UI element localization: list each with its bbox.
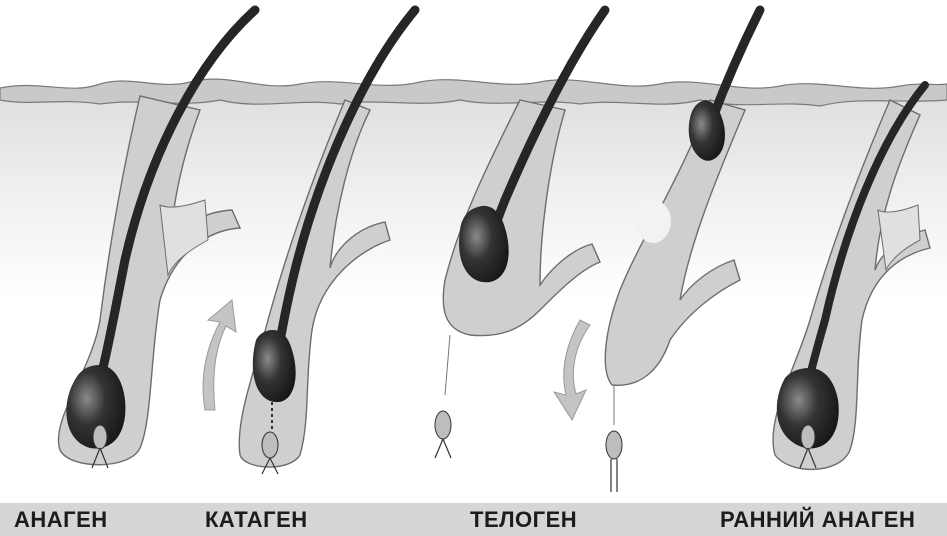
arrow-down-icon xyxy=(554,320,590,420)
hair-growth-cycle-diagram xyxy=(0,0,947,503)
stage-labels-bar: АНАГЕН КАТАГЕН ТЕЛОГЕН РАННИЙ АНАГЕН xyxy=(0,503,947,536)
label-catagen: КАТАГЕН xyxy=(205,507,308,533)
label-anagen: АНАГЕН xyxy=(14,507,108,533)
arrow-up-icon xyxy=(203,300,236,410)
label-early-anagen: РАННИЙ АНАГЕН xyxy=(720,507,915,533)
label-telogen: ТЕЛОГЕН xyxy=(470,507,577,533)
